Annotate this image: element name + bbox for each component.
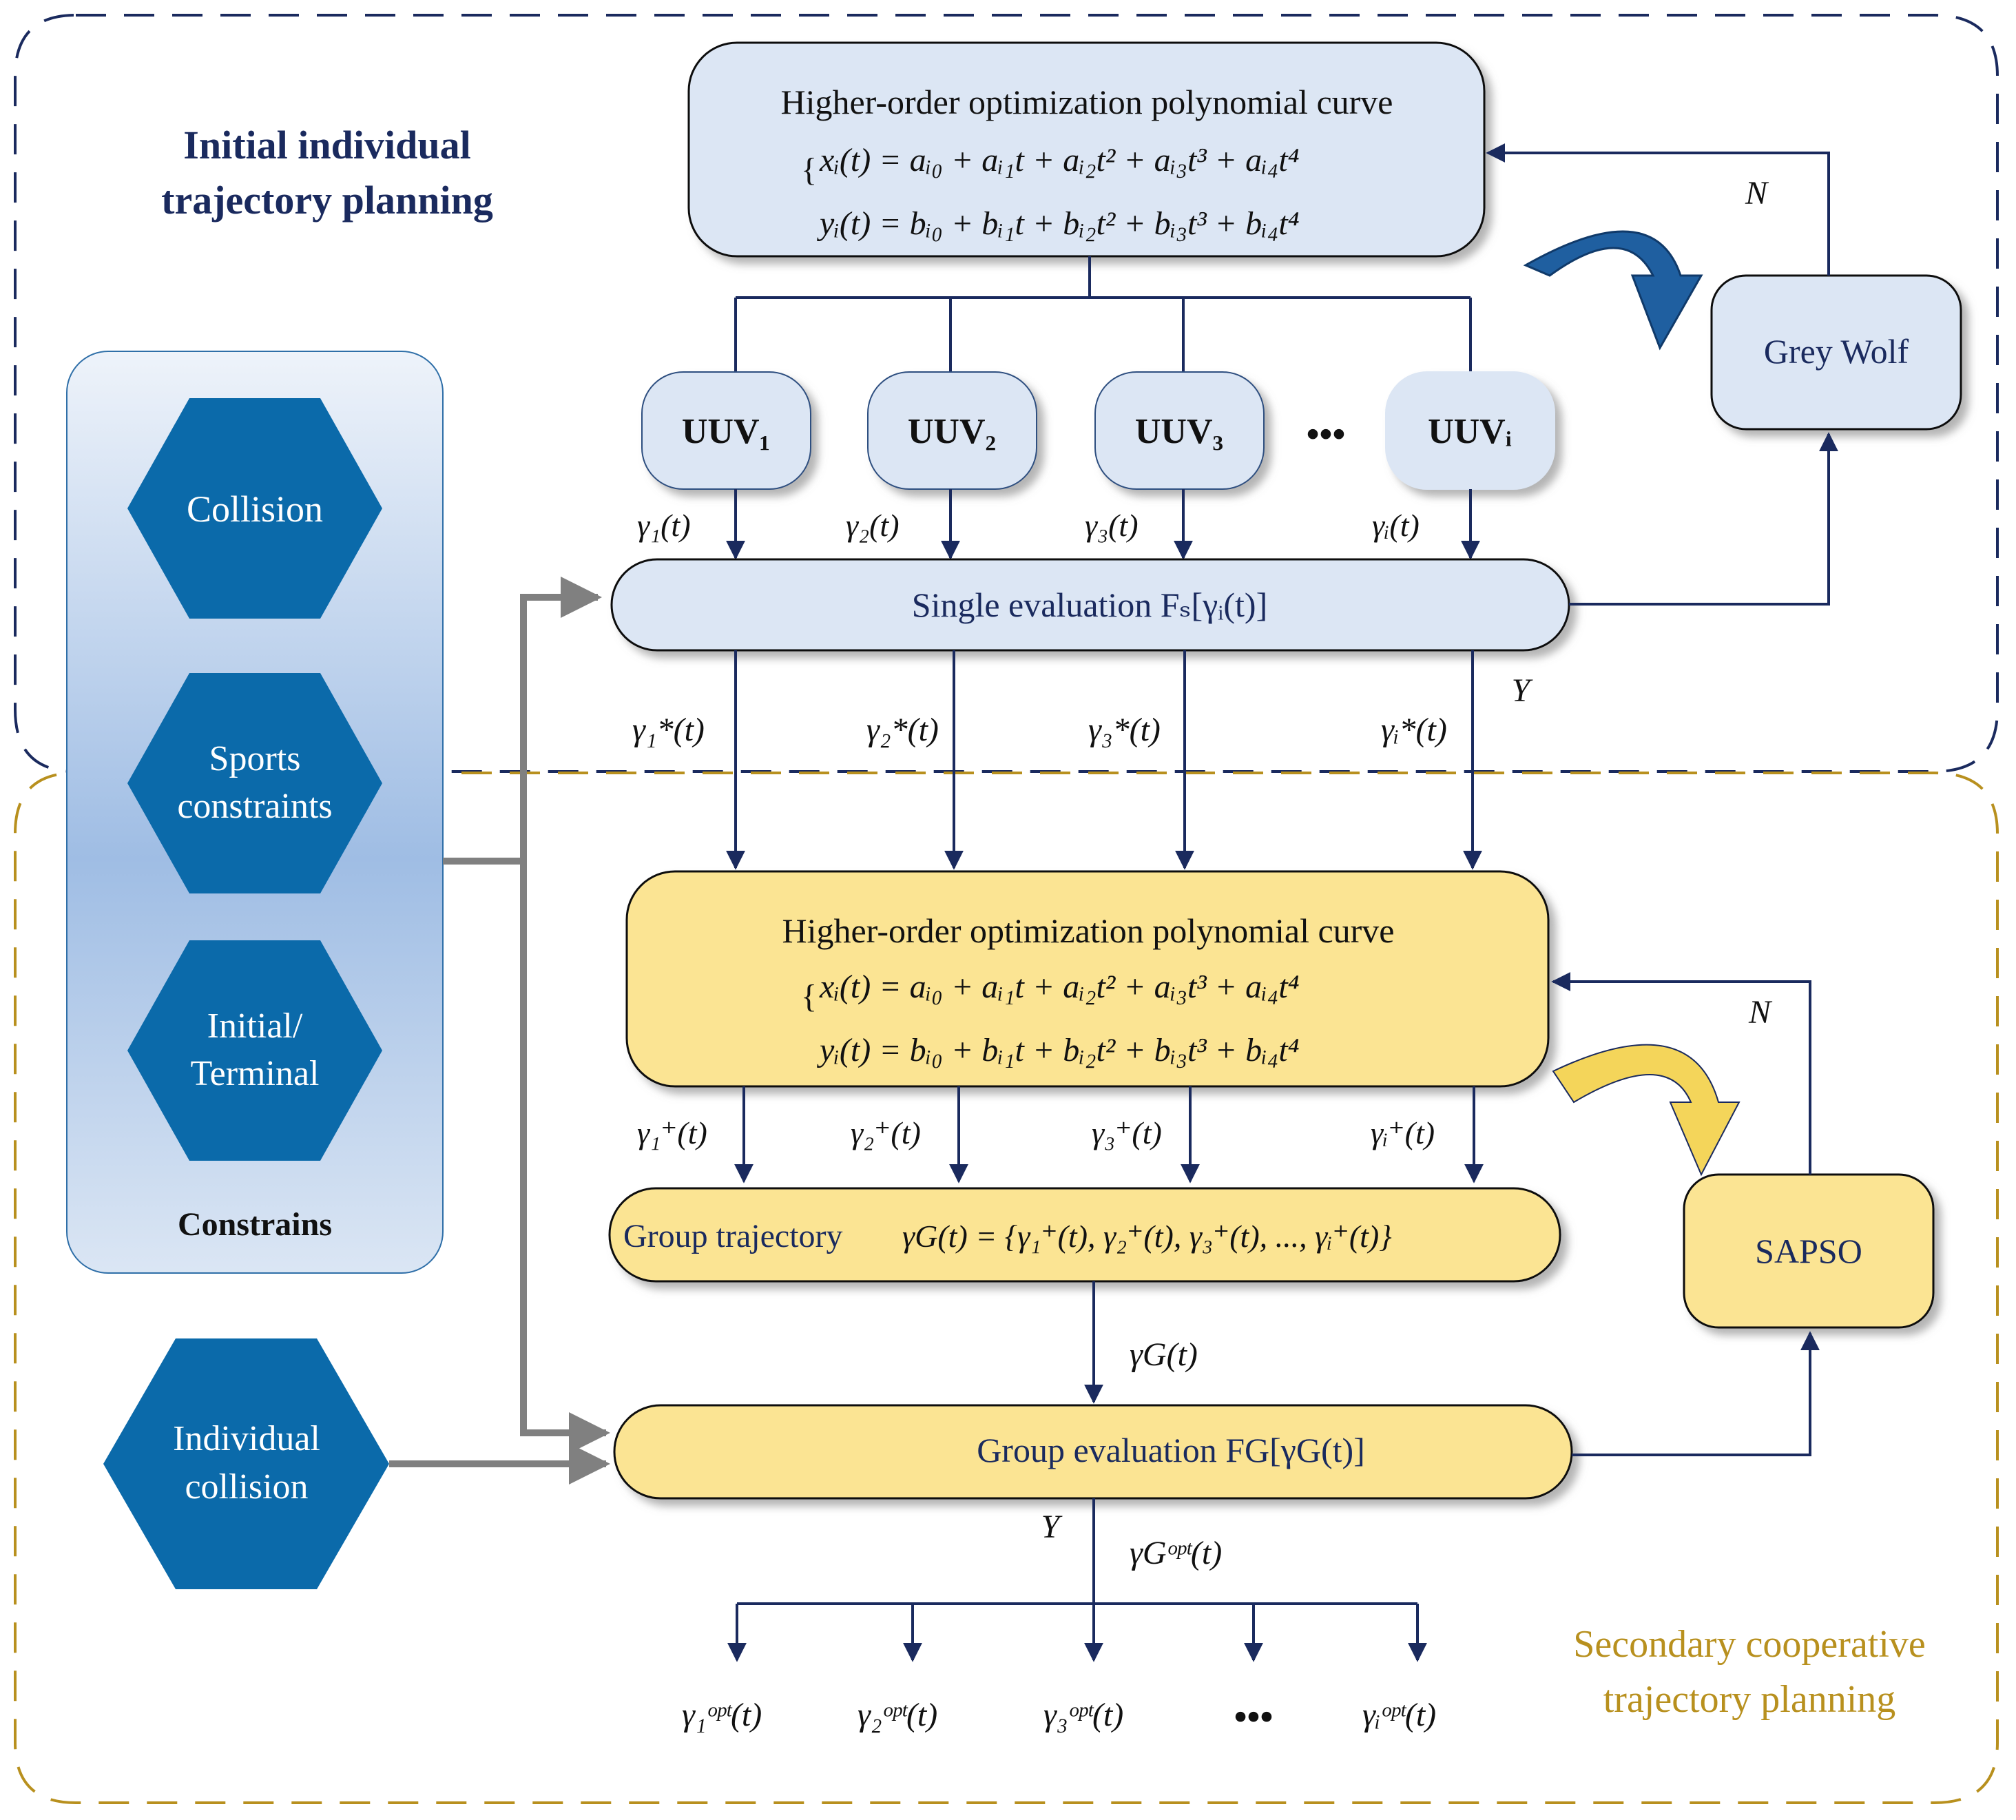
gamma-label-1: γ₁(t) [637,508,691,543]
top-distribution-lines [734,256,1472,372]
gamma-plus-3: γ₃⁺(t) [1092,1115,1162,1150]
curved-arrow-yellow-icon [1552,1044,1740,1177]
gamma-label-3: γ₃(t) [1085,508,1139,543]
gamma-opt-i: γᵢᵒᵖᵗ(t) [1362,1697,1436,1733]
svg-text:xᵢ(t) = aᵢ₀ + aᵢ₁t + aᵢ₂t² + a: xᵢ(t) = aᵢ₀ + aᵢ₁t + aᵢ₂t² + aᵢ₃t³ + aᵢ₄… [819,142,1299,178]
svg-text:constraints: constraints [177,787,332,826]
svg-text:Initial/: Initial/ [207,1006,303,1046]
output-distribution-lines [727,1498,1427,1662]
svg-text:UUV₁: UUV₁ [682,412,770,451]
gamma-plus-2: γ₂⁺(t) [851,1115,921,1150]
sapso-loop [1551,972,1820,1456]
grey-wolf-loop [1486,143,1838,606]
svg-text:UUV₂: UUV₂ [908,412,996,451]
svg-text:Group trajectory: Group trajectory [623,1218,843,1254]
grey-wolf-box: Grey Wolf [1710,274,1962,431]
initial-region-border [14,14,1999,773]
gamma-plus-arrows [734,1086,1484,1183]
gamma-star-arrows [726,650,1482,870]
gamma-plus-i: γᵢ⁺(t) [1371,1115,1435,1150]
svg-text:{: { [801,152,817,188]
constraint-arrows [389,577,610,1485]
gamma-g-label: γG(t) [1130,1336,1198,1373]
svg-text:γG(t) = {γ₁⁺(t), γ₂⁺(t), γ₃⁺(t: γG(t) = {γ₁⁺(t), γ₂⁺(t), γ₃⁺(t), ..., γᵢ… [902,1219,1392,1254]
uuv-arrows [726,489,1480,560]
hexagon-individual-collision: Individual collision [103,1338,389,1589]
svg-text:Sports: Sports [209,739,301,778]
gamma-opt-g-label: γGᵒᵖᵗ(t) [1130,1535,1222,1571]
svg-text:Higher-order optimization poly: Higher-order optimization polynomial cur… [780,83,1393,121]
secondary-region-border [14,772,1999,1804]
gamma-opt-3: γ₃ᵒᵖᵗ(t) [1043,1697,1123,1733]
uuv-box-2: UUV₂ [867,371,1037,490]
bottom-polynomial-box: Higher-order optimization polynomial cur… [625,870,1550,1088]
svg-text:UUVᵢ: UUVᵢ [1428,412,1512,451]
gamma-label-2: γ₂(t) [846,508,900,543]
svg-text:Individual: Individual [173,1419,320,1458]
svg-text:{: { [801,978,817,1015]
svg-text:collision: collision [185,1467,308,1507]
uuv-box-3: UUV₃ [1094,371,1265,490]
svg-text:yᵢ(t) = bᵢ₀ + bᵢ₁t + bᵢ₂t² + b: yᵢ(t) = bᵢ₀ + bᵢ₁t + bᵢ₂t² + bᵢ₃t³ + bᵢ₄… [816,1032,1299,1068]
svg-text:Higher-order optimization poly: Higher-order optimization polynomial cur… [782,911,1394,950]
hexagon-sports-constraints: Sports constraints [127,673,382,893]
gamma-plus-1: γ₁⁺(t) [637,1115,707,1150]
yes-label-bottom: Y [1041,1509,1063,1545]
initial-region-title: Initial individual [183,123,470,167]
hexagon-initial-terminal: Initial/ Terminal [127,940,382,1161]
svg-text:Collision: Collision [187,488,323,530]
no-label-top: N [1745,175,1769,211]
no-label-bottom: N [1748,994,1773,1031]
gamma-opt-1: γ₁ᵒᵖᵗ(t) [682,1697,762,1733]
output-ellipsis: ••• [1234,1696,1274,1737]
svg-text:Group evaluation FG[γG(t)]: Group evaluation FG[γG(t)] [977,1431,1365,1469]
svg-text:Single evaluation Fₛ[γᵢ(t)]: Single evaluation Fₛ[γᵢ(t)] [912,586,1267,624]
svg-text:Terminal: Terminal [191,1054,320,1093]
secondary-region-title: Secondary cooperative [1573,1623,1926,1666]
gamma-opt-2: γ₂ᵒᵖᵗ(t) [858,1697,937,1733]
group-evaluation-box: Group evaluation FG[γG(t)] [613,1404,1573,1500]
svg-text:yᵢ(t) = bᵢ₀ + bᵢ₁t + bᵢ₂t² + b: yᵢ(t) = bᵢ₀ + bᵢ₁t + bᵢ₂t² + bᵢ₃t³ + bᵢ₄… [816,205,1299,242]
svg-text:SAPSO: SAPSO [1755,1232,1862,1270]
svg-text:UUV₃: UUV₃ [1135,412,1223,451]
initial-region-title-2: trajectory planning [161,178,493,223]
curved-arrow-blue-icon [1523,230,1703,351]
gamma-star-2: γ₂*(t) [866,712,939,748]
single-evaluation-box: Single evaluation Fₛ[γᵢ(t)] [610,558,1570,652]
top-polynomial-box: Higher-order optimization polynomial cur… [687,41,1486,258]
uuv-box-1: UUV₁ [641,371,811,490]
gamma-star-3: γ₃*(t) [1088,712,1161,748]
svg-text:xᵢ(t) = aᵢ₀ + aᵢ₁t + aᵢ₂t² + a: xᵢ(t) = aᵢ₀ + aᵢ₁t + aᵢ₂t² + aᵢ₃t³ + aᵢ₄… [819,969,1299,1005]
yes-label-top: Y [1512,672,1533,709]
svg-text:Grey Wolf: Grey Wolf [1764,332,1909,371]
gamma-star-1: γ₁*(t) [632,712,705,748]
sapso-box: SAPSO [1683,1173,1935,1329]
secondary-region-title-2: trajectory planning [1603,1678,1896,1721]
constraints-title: Constrains [178,1206,332,1243]
uuv-box-i: UUVᵢ [1385,371,1555,490]
hexagon-collision: Collision [127,398,382,619]
gamma-label-i: γᵢ(t) [1372,508,1420,543]
gamma-star-i: γᵢ*(t) [1381,712,1447,748]
group-trajectory-box: Group trajectory γG(t) = {γ₁⁺(t), γ₂⁺(t)… [608,1187,1561,1283]
uuv-ellipsis: ••• [1307,413,1346,455]
